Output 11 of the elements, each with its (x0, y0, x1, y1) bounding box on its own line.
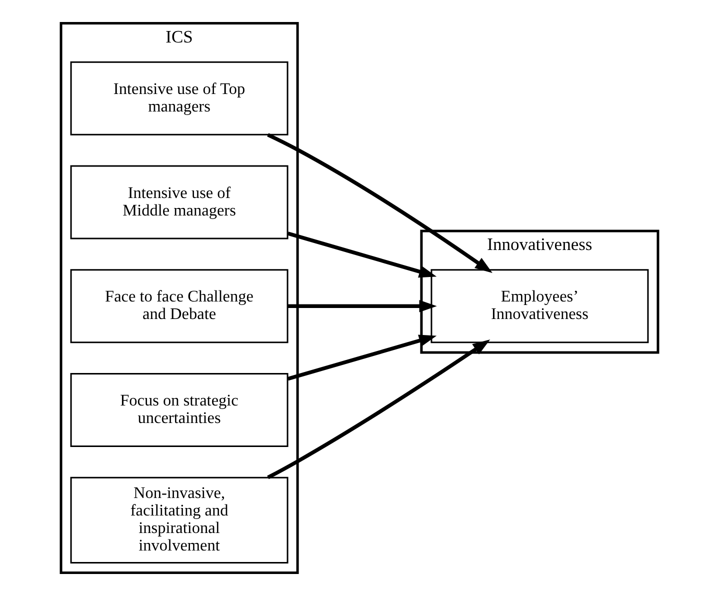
arrow (286, 334, 436, 381)
node-box: Employees’ Innovativeness (430, 269, 648, 344)
arrow (286, 232, 436, 278)
node-box: Face to face Challenge and Debate (70, 269, 288, 344)
node-box: Intensive use of Top managers (70, 61, 288, 136)
node-box: Non-invasive, facilitating and inspirational involvement (70, 476, 288, 564)
node-box: Intensive use of Middle managers (70, 165, 288, 240)
arrow (287, 300, 436, 312)
arrow (266, 133, 492, 273)
arrow (266, 339, 490, 480)
node-box: Focus on strategic uncertainties (70, 372, 288, 448)
